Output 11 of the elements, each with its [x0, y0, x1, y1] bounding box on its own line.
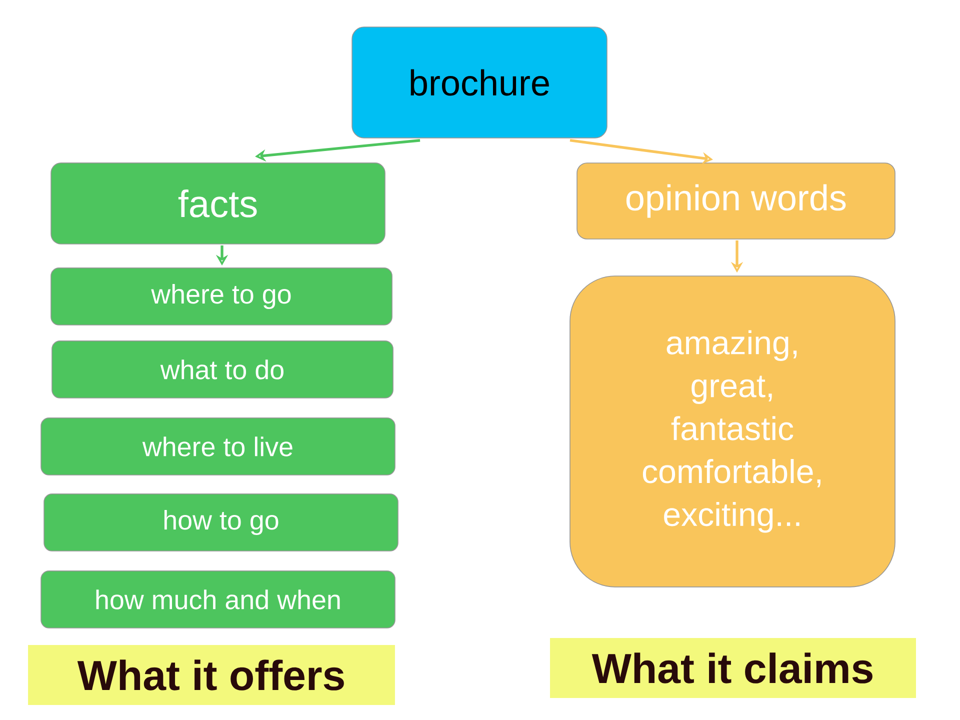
- text-box: where to go: [50, 268, 392, 326]
- text-box: opinion words: [576, 162, 896, 240]
- text-box: facts: [50, 162, 386, 244]
- text-box: brochure: [352, 26, 608, 138]
- text-box: what to do: [52, 340, 394, 398]
- highlighted-label: What it offers: [28, 645, 395, 705]
- text-box: how much and when: [40, 570, 396, 628]
- text-box: amazing, great, fantastic comfortable, exciting...: [570, 276, 896, 588]
- text-box: how to go: [44, 494, 398, 552]
- highlighted-label: What it claims: [550, 638, 916, 698]
- text-box: where to live: [40, 418, 396, 476]
